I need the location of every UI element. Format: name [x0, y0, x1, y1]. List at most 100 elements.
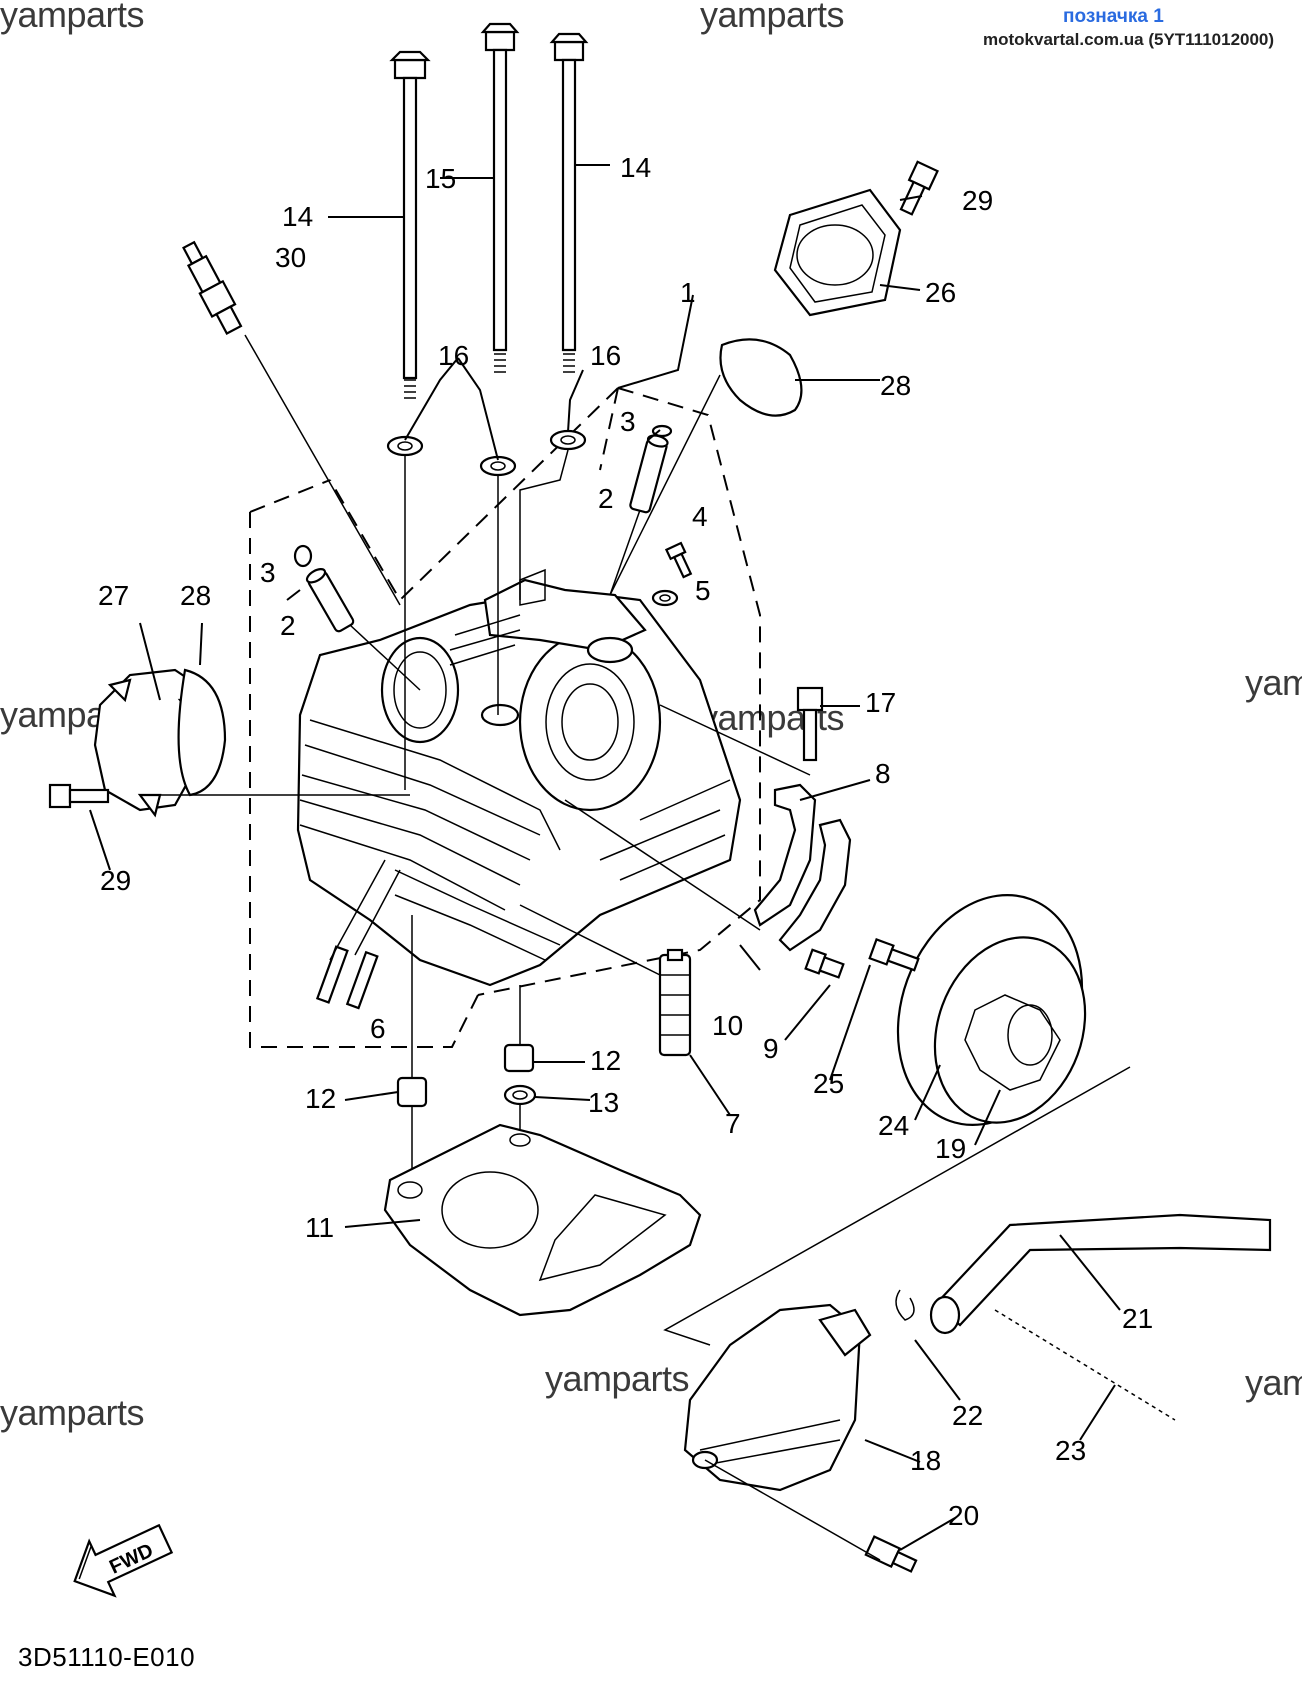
- o-ring: [503, 1084, 537, 1106]
- callout-18: 18: [910, 1445, 941, 1476]
- cover-bolt-25: [868, 938, 920, 972]
- end-cover: [896, 894, 1087, 1126]
- assembly-boundary: [599, 387, 619, 471]
- source-site-label: motokvartal.com.ua (5YT111012000): [983, 30, 1275, 49]
- washer: [651, 589, 679, 607]
- callout-6: 6: [370, 1013, 386, 1044]
- watermark: yam: [1245, 1362, 1302, 1403]
- leader-line: [329, 859, 401, 961]
- callout-28: 28: [180, 580, 211, 611]
- tappet-cover-top: [773, 188, 902, 317]
- breather-cover: [683, 1303, 872, 1492]
- cover-bolt-20: [864, 1535, 918, 1573]
- assembly-boundary: [249, 479, 479, 1048]
- callout-26: 26: [925, 277, 956, 308]
- hose-clip: [895, 1289, 915, 1321]
- callout-14: 14: [620, 152, 651, 183]
- spark-plug: [182, 240, 243, 336]
- watermark: yamparts: [700, 0, 845, 35]
- callout-4: 4: [692, 501, 708, 532]
- stud-bolt-left: [389, 50, 431, 399]
- callout-19: 19: [935, 1133, 966, 1164]
- small-bolt: [664, 541, 693, 579]
- callout-30: 30: [275, 242, 306, 273]
- callout-29: 29: [962, 185, 993, 216]
- stud-bolt-right: [549, 32, 589, 373]
- callout-16: 16: [590, 340, 621, 371]
- callout-29: 29: [100, 865, 131, 896]
- washer: [549, 429, 587, 451]
- callout-10: 10: [712, 1010, 743, 1041]
- stud-bolt-center: [480, 22, 520, 373]
- dowel-12-left: [396, 1076, 428, 1108]
- drawing-code: 3D51110-E010: [18, 1642, 196, 1672]
- callout-13: 13: [588, 1087, 619, 1118]
- circlip: [293, 544, 313, 568]
- forward-arrow-icon: FWD: [73, 1523, 174, 1598]
- callout-27: 27: [98, 580, 129, 611]
- watermark: yamparts: [0, 1392, 145, 1433]
- cover-bolt-left: [48, 783, 110, 809]
- watermark: yamparts: [0, 0, 145, 35]
- leader-line: [609, 374, 721, 596]
- head-bolt-17: [796, 686, 824, 762]
- cover-bolt: [899, 160, 939, 216]
- callout-16: 16: [438, 340, 469, 371]
- cover-gasket-left: [177, 668, 227, 797]
- callout-15: 15: [425, 163, 456, 194]
- callout-25: 25: [813, 1068, 844, 1099]
- callout-21: 21: [1122, 1303, 1153, 1334]
- callout-2: 2: [598, 483, 614, 514]
- callout-11: 11: [305, 1212, 334, 1243]
- callout-17: 17: [865, 687, 896, 718]
- callout-9: 9: [763, 1033, 779, 1064]
- cylinder-head: [296, 568, 742, 987]
- dowel-12-right: [503, 1043, 535, 1073]
- callout-3: 3: [620, 406, 636, 437]
- callout-22: 22: [952, 1400, 983, 1431]
- callout-12: 12: [305, 1083, 336, 1114]
- circlip: [651, 424, 673, 438]
- leader-line: [704, 1459, 881, 1561]
- assembly-boundary: [477, 387, 761, 996]
- leader-line: [564, 799, 761, 931]
- valve-guide: [305, 568, 355, 633]
- leader-line: [519, 449, 569, 600]
- callout-8: 8: [875, 758, 891, 789]
- leader-line: [663, 1066, 1131, 1346]
- callout-23: 23: [1055, 1435, 1086, 1466]
- leader-line: [659, 704, 811, 776]
- cover-gasket: [719, 338, 803, 417]
- valve-lifter: [658, 948, 692, 1057]
- breather-hose: [933, 1213, 1272, 1327]
- callout-1: 1: [680, 277, 696, 308]
- callout-24: 24: [878, 1110, 909, 1141]
- callout-3: 3: [260, 557, 276, 588]
- watermark: yamparts: [545, 1358, 690, 1399]
- dowel-pins: [315, 945, 379, 1010]
- callout-14: 14: [282, 201, 313, 232]
- lock-wire: [994, 1309, 1176, 1421]
- callout-2: 2: [280, 610, 296, 641]
- hose-end: [929, 1295, 961, 1335]
- leader-line: [609, 509, 641, 596]
- callout-12: 12: [590, 1045, 621, 1076]
- leader-line: [244, 334, 401, 606]
- leader-line: [411, 1104, 521, 1180]
- side-gasket: [753, 783, 817, 927]
- callout-28: 28: [880, 370, 911, 401]
- side-plate: [778, 818, 852, 952]
- leader-line: [519, 904, 661, 976]
- valve-guide: [629, 434, 669, 514]
- callout-20: 20: [948, 1500, 979, 1531]
- leader-line: [349, 624, 421, 691]
- watermark: yamp: [1245, 662, 1302, 703]
- callout-7: 7: [725, 1108, 741, 1139]
- assembly-boundary: [329, 387, 619, 602]
- callout-5: 5: [695, 575, 711, 606]
- head-gasket: [383, 1123, 702, 1317]
- bookmark-link[interactable]: позначка 1: [1063, 6, 1164, 27]
- plate-bolt: [804, 948, 845, 979]
